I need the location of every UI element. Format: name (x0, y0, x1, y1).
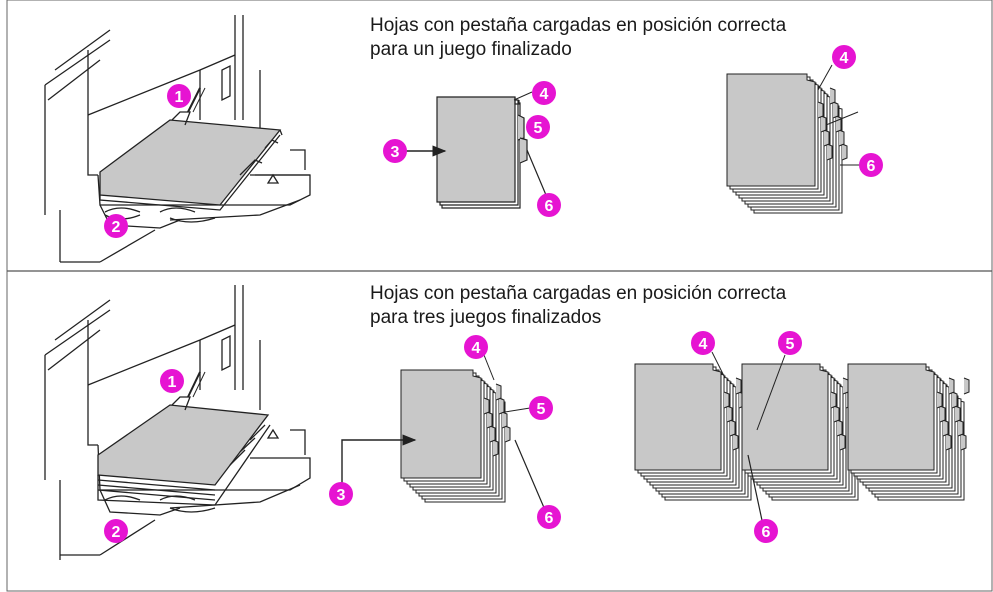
tab-sheet (847, 363, 935, 471)
sheet-tab (723, 391, 730, 409)
caption-bottom: Hojas con pestaña cargadas en posición c… (370, 282, 786, 330)
svg-text:2: 2 (112, 219, 121, 236)
sheet-tab (830, 391, 837, 409)
callout-5-top-a: 5 (526, 115, 550, 139)
svg-text:5: 5 (537, 401, 546, 418)
callout-1-bottom: 1 (160, 369, 184, 393)
svg-text:4: 4 (840, 50, 849, 67)
svg-text:5: 5 (786, 336, 795, 353)
caption-top: Hojas con pestaña cargadas en posición c… (370, 14, 786, 62)
callout-2-bottom: 2 (104, 519, 128, 543)
callout-4-bottom-b: 4 (691, 331, 715, 355)
sheet-tab (486, 411, 493, 429)
tab-sheet (741, 363, 829, 471)
sheet-tab (963, 377, 970, 395)
callout-1-top: 1 (167, 84, 191, 108)
sheet-tab (492, 439, 499, 457)
svg-text:2: 2 (112, 524, 121, 541)
callout-3-top: 3 (383, 139, 407, 163)
sheet-tab (842, 377, 849, 395)
svg-text:1: 1 (168, 374, 177, 391)
sheet-tab (820, 115, 827, 133)
sheet-tab (726, 405, 733, 423)
svg-text:4: 4 (699, 336, 708, 353)
sheet-tab (839, 433, 846, 451)
tab-stack-three-large (634, 363, 970, 501)
tab-sheet (400, 369, 482, 479)
sheet-tab (498, 397, 505, 415)
sheet-tab (841, 143, 848, 161)
tab-stack-single-large (726, 73, 848, 214)
tab-stack-single-small (436, 96, 528, 209)
sheet-tab (729, 419, 736, 437)
svg-text:6: 6 (545, 510, 554, 527)
sheet-tab (483, 397, 490, 415)
printer-tray-top (44, 15, 311, 263)
svg-text:6: 6 (762, 524, 771, 541)
caption-bottom-line1: Hojas con pestaña cargadas en posición c… (370, 283, 787, 304)
outer-frame (6, 0, 993, 592)
svg-text:3: 3 (391, 144, 400, 161)
callout-6-bottom-a: 6 (537, 505, 561, 529)
sheet-tab (954, 405, 961, 423)
callout-2-top: 2 (104, 214, 128, 238)
callout-4-top-a: 4 (532, 81, 556, 105)
sheet-tab (495, 383, 502, 401)
sheet-tab (936, 391, 943, 409)
callout-5-bottom-a: 5 (529, 396, 553, 420)
callout-4-top-b: 4 (832, 45, 856, 69)
sheet-tab (732, 433, 739, 451)
sheet-tab (960, 433, 967, 451)
tab-stack-three-small (400, 369, 511, 503)
sheet-tab (833, 405, 840, 423)
callout-3-bottom: 3 (329, 482, 353, 506)
callout-6-bottom-b: 6 (754, 519, 778, 543)
sheet-tab (957, 419, 964, 437)
callout-6-top-a: 6 (537, 193, 561, 217)
printer-tray-bottom (44, 285, 311, 560)
caption-top-line2: para un juego finalizado (370, 39, 572, 60)
tab-sheet (634, 363, 722, 471)
callout-6-top-b: 6 (859, 153, 883, 177)
callout-4-bottom-a: 4 (464, 335, 488, 359)
sheet-tab (836, 419, 843, 437)
sheet-tab (951, 391, 958, 409)
sheet-tab (942, 419, 949, 437)
callout-5-bottom-b: 5 (778, 331, 802, 355)
svg-text:4: 4 (540, 86, 549, 103)
svg-text:6: 6 (867, 158, 876, 175)
sheet-tab (945, 433, 952, 451)
sheet-tab (823, 129, 830, 147)
tab-sheet (726, 73, 816, 187)
sheet-tab (817, 101, 824, 119)
svg-text:6: 6 (545, 198, 554, 215)
sheet-tab (504, 425, 511, 443)
sheet-tab (501, 411, 508, 429)
sheet-tab (489, 425, 496, 443)
caption-top-line1: Hojas con pestaña cargadas en posición c… (370, 15, 787, 36)
sheet-tab (735, 377, 742, 395)
sheet-tab (948, 377, 955, 395)
sheet-tab (829, 87, 836, 105)
sheet-tab (826, 143, 833, 161)
svg-text:4: 4 (472, 340, 481, 357)
sheet-tab (832, 101, 839, 119)
svg-text:3: 3 (337, 487, 346, 504)
caption-bottom-line2: para tres juegos finalizados (370, 307, 602, 328)
svg-text:5: 5 (534, 120, 543, 137)
sheet-tab (835, 115, 842, 133)
svg-text:1: 1 (175, 89, 184, 106)
sheet-tab (939, 405, 946, 423)
sheet-tab (838, 129, 845, 147)
